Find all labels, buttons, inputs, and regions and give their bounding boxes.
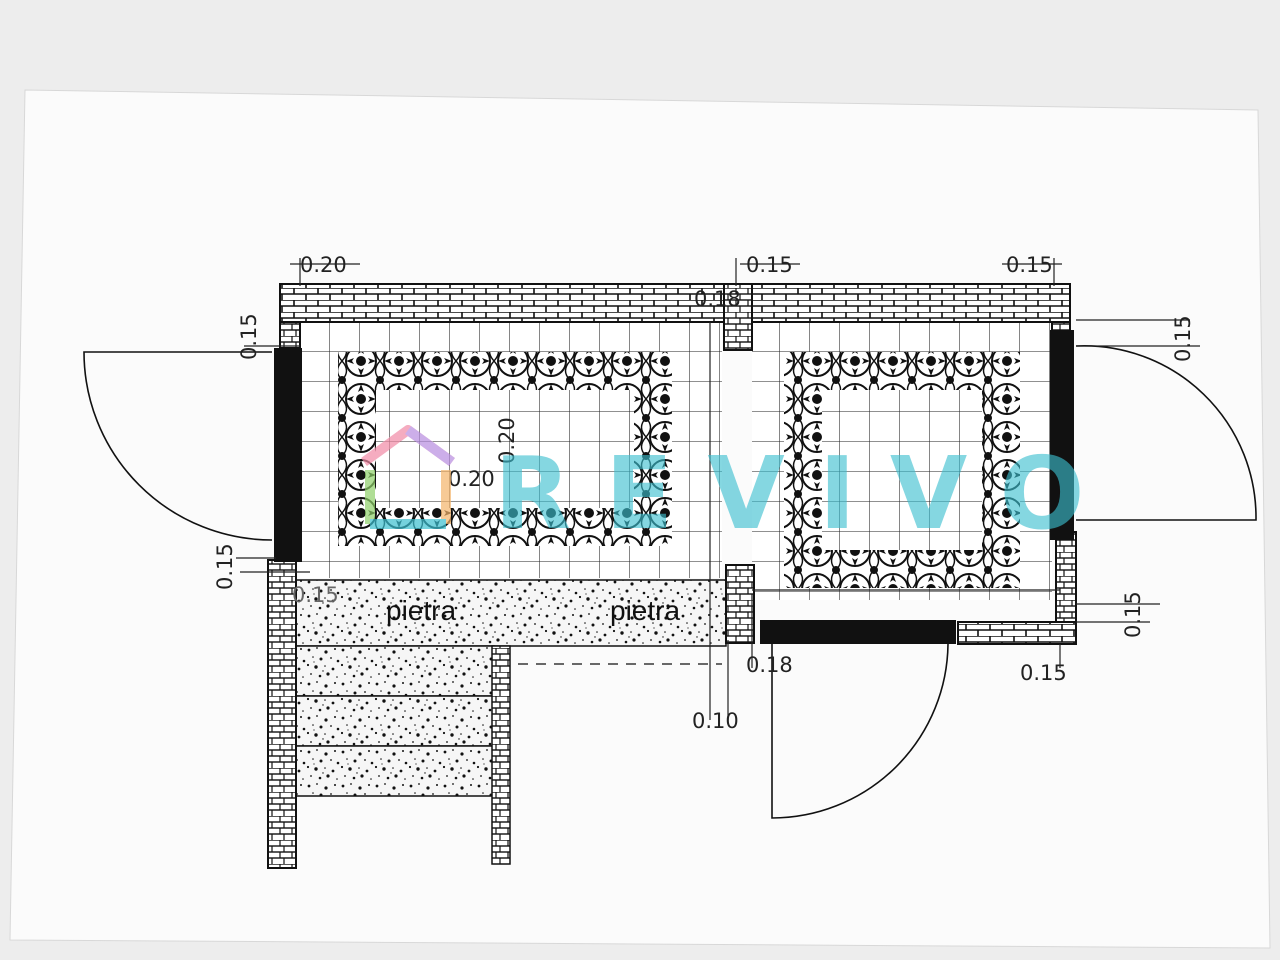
wall-left-lower: [267, 559, 297, 869]
door-left: [274, 348, 302, 562]
dim-bottom-low: 0.10: [692, 709, 739, 733]
dim-center-h: 0.20: [448, 467, 495, 491]
dim-partition-top: 0.18: [694, 287, 741, 311]
door-right: [1050, 330, 1074, 540]
label-pietra-right: pietra: [610, 595, 680, 626]
dim-center-v: 0.20: [495, 417, 519, 464]
stone-step-1: [295, 645, 495, 697]
dim-right-upper: 0.15: [1171, 315, 1195, 362]
dim-top-right: 0.15: [1006, 253, 1053, 277]
door-bottom: [760, 620, 956, 644]
dim-bottom-right: 0.15: [1020, 661, 1067, 685]
dimension-lines: [236, 258, 1200, 720]
wall-top: [279, 283, 1071, 323]
door-swing-bottom: [771, 643, 949, 819]
stone-step-3: [295, 745, 495, 797]
dim-lower-left: 0.15: [292, 583, 339, 607]
dim-top-left: 0.20: [300, 253, 347, 277]
dim-bottom-mid: 0.18: [746, 653, 793, 677]
dim-right-lower: 0.15: [1121, 591, 1145, 638]
door-swing-left: [83, 351, 273, 541]
dim-top-mid: 0.15: [746, 253, 793, 277]
label-pietra-left: pietra: [386, 595, 456, 626]
wall-bottom-right: [957, 621, 1077, 645]
deco-tile-inner-right: [822, 390, 982, 550]
wall-partition-top: [723, 283, 753, 351]
wall-stair-side: [491, 645, 511, 865]
wall-partition-bottom: [725, 564, 755, 644]
door-swing-right: [1075, 345, 1257, 521]
watermark-text: REVIVO: [494, 435, 1119, 552]
deco-tile-inner-left: [376, 390, 634, 508]
dim-left-upper: 0.15: [237, 313, 261, 360]
stone-landing: [295, 579, 727, 647]
stone-step-2: [295, 695, 495, 747]
wall-left-upper: [279, 321, 301, 349]
dim-left-lower: 0.15: [213, 543, 237, 590]
watermark-logo-icon: [361, 425, 455, 529]
